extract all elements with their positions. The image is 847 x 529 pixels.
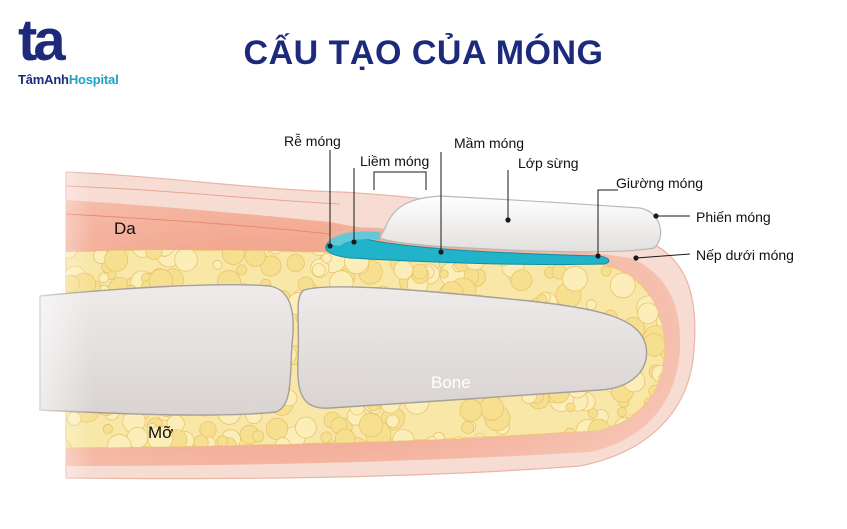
label-bone: Bone bbox=[431, 373, 471, 392]
label-giuong-mong: Giường móng bbox=[616, 175, 703, 191]
logo-name-part2: Hospital bbox=[68, 72, 119, 87]
label-phien-mong: Phiến móng bbox=[696, 209, 771, 225]
label-da: Da bbox=[114, 219, 136, 238]
label-lop-sung: Lớp sừng bbox=[518, 155, 579, 171]
logo-name-part1: TâmAnh bbox=[18, 72, 69, 87]
label-mo: Mỡ bbox=[148, 423, 173, 442]
left-fade bbox=[0, 160, 847, 490]
leader-dots bbox=[327, 213, 659, 261]
logo-wordmark: TâmAnhHospital bbox=[18, 72, 119, 87]
leader-lines bbox=[329, 150, 691, 259]
page-title: CẤU TẠO CỦA MÓNG bbox=[243, 34, 604, 72]
label-liem-mong: Liềm móng bbox=[360, 153, 429, 169]
label-re-mong: Rễ móng bbox=[284, 133, 341, 149]
label-nep-duoi-mong: Nếp dưới móng bbox=[696, 247, 794, 263]
logo-mark: ta bbox=[18, 14, 70, 70]
label-mam-mong: Mầm móng bbox=[454, 135, 524, 151]
